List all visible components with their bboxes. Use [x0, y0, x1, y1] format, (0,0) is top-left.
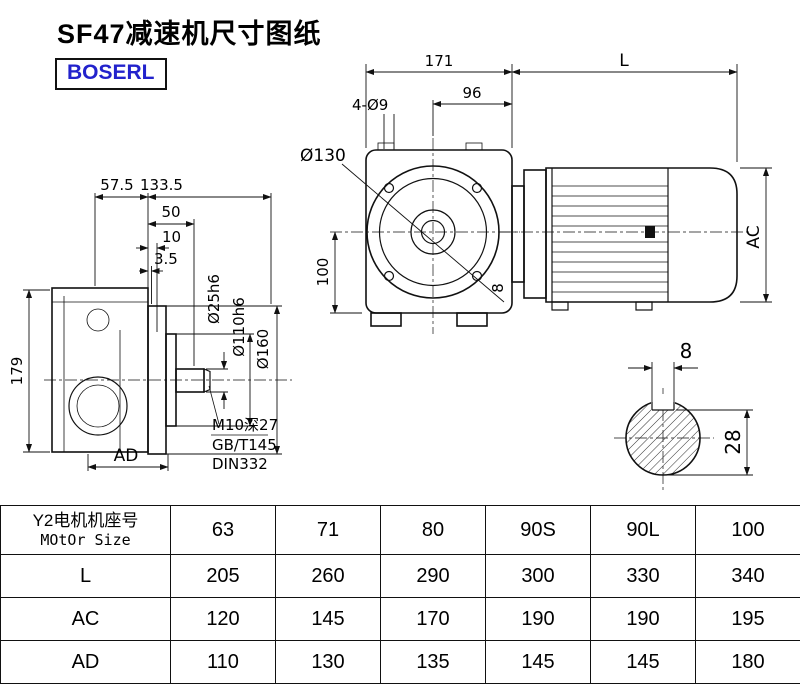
motor-body — [545, 167, 738, 303]
shaft-section: 8 28 — [614, 339, 753, 492]
dim-57-5: 57.5 — [100, 176, 133, 194]
bolt-hole — [471, 182, 483, 194]
dim-spigot-dia: Ø110h6 — [230, 297, 248, 357]
note-std2: DIN332 — [212, 455, 268, 473]
motor-size-table: Y2电机机座号 MOtOr Size 63 71 80 90S 90L 100 … — [0, 505, 800, 684]
value-cell: 190 — [590, 597, 696, 641]
dim-flange-key-8: 8 — [489, 283, 507, 293]
value-cell: 145 — [590, 640, 696, 684]
bearing-boss-circle — [68, 376, 128, 436]
value-cell: 170 — [380, 597, 486, 641]
adapter-ring — [511, 185, 525, 283]
nameplate-mark — [645, 226, 655, 238]
dim-flange-od: Ø160 — [254, 329, 272, 369]
size-cell: 71 — [275, 505, 381, 555]
size-cell: 100 — [695, 505, 800, 555]
value-cell: 110 — [170, 640, 276, 684]
dim-bolt-holes: 4-Ø9 — [352, 96, 388, 114]
value-cell: 145 — [485, 640, 591, 684]
shaft-end-chamfer — [203, 368, 211, 393]
size-cell: 90L — [590, 505, 696, 555]
value-cell: 195 — [695, 597, 800, 641]
size-label-en: MOtOr Size — [40, 531, 131, 550]
value-cell: 145 — [275, 597, 381, 641]
value-cell: 260 — [275, 554, 381, 598]
dim-50: 50 — [161, 203, 180, 221]
note-tap: M10深27 — [212, 416, 278, 434]
motor-foot — [635, 301, 653, 311]
dim-133-5: 133.5 — [140, 176, 183, 194]
motor-flange — [523, 169, 547, 299]
dim-key-depth: 28 — [721, 429, 745, 454]
foot-left — [370, 312, 402, 327]
bolt-hole — [471, 270, 483, 282]
value-cell: 290 — [380, 554, 486, 598]
side-view-dimensions: 57.5 133.5 50 10 3.5 179 AD Ø25h6 — [8, 176, 282, 473]
flange-outer-circle — [366, 165, 500, 299]
dim-10: 10 — [162, 228, 181, 246]
table-row-AC: AC 120 145 170 190 190 195 — [0, 597, 800, 641]
dim-shaft-dia: Ø25h6 — [205, 274, 223, 324]
dim-AC: AC — [744, 225, 764, 248]
value-cell: 340 — [695, 554, 800, 598]
front-view — [330, 138, 520, 334]
technical-drawing: 171 L 96 4-Ø9 Ø130 100 AC 8 — [8, 51, 772, 492]
value-cell: 190 — [485, 597, 591, 641]
row-label: AC — [0, 597, 171, 641]
row-label: L — [0, 554, 171, 598]
size-label-cell: Y2电机机座号 MOtOr Size — [0, 505, 171, 555]
dim-flange-dia: Ø130 — [300, 146, 346, 166]
gearbox-body — [51, 287, 149, 453]
dim-100: 100 — [314, 258, 332, 287]
size-cell: 80 — [380, 505, 486, 555]
bolt-hole — [383, 270, 395, 282]
motor-view — [500, 167, 752, 311]
value-cell: 205 — [170, 554, 276, 598]
table-row-AD: AD 110 130 135 145 145 180 — [0, 640, 800, 684]
dim-AD: AD — [114, 446, 139, 466]
flange-bolt-circle — [378, 177, 488, 287]
dia-leader-line — [341, 163, 505, 303]
dim-key-width: 8 — [680, 339, 693, 363]
value-cell: 330 — [590, 554, 696, 598]
note-std1: GB/T145 — [212, 436, 277, 454]
dim-L: L — [619, 51, 629, 71]
bolt-hole — [383, 182, 395, 194]
brand-logo: BOSERL — [55, 58, 167, 90]
front-view-dimensions: 171 L 96 4-Ø9 Ø130 100 AC 8 — [300, 51, 772, 314]
keyway-slot — [651, 394, 675, 410]
value-cell: 300 — [485, 554, 591, 598]
motor-foot — [551, 301, 569, 311]
foot-right — [456, 312, 488, 327]
page-title: SF47减速机尺寸图纸 — [57, 19, 322, 49]
table-header-row: Y2电机机座号 MOtOr Size 63 71 80 90S 90L 100 — [0, 505, 800, 555]
shaft-section-circle — [625, 400, 701, 476]
size-cell: 63 — [170, 505, 276, 555]
value-cell: 130 — [275, 640, 381, 684]
dim-179: 179 — [8, 357, 26, 386]
hub-circle — [410, 209, 456, 255]
motor-fins — [552, 185, 668, 293]
value-cell: 120 — [170, 597, 276, 641]
dim-96: 96 — [462, 84, 481, 102]
dim-3-5: 3.5 — [154, 250, 178, 268]
table-row-L: L 205 260 290 300 330 340 — [0, 554, 800, 598]
value-cell: 180 — [695, 640, 800, 684]
value-cell: 135 — [380, 640, 486, 684]
dim-171: 171 — [425, 52, 454, 70]
output-shaft — [175, 368, 205, 393]
row-label: AD — [0, 640, 171, 684]
size-cell: 90S — [485, 505, 591, 555]
size-label-cn: Y2电机机座号 — [32, 510, 139, 530]
